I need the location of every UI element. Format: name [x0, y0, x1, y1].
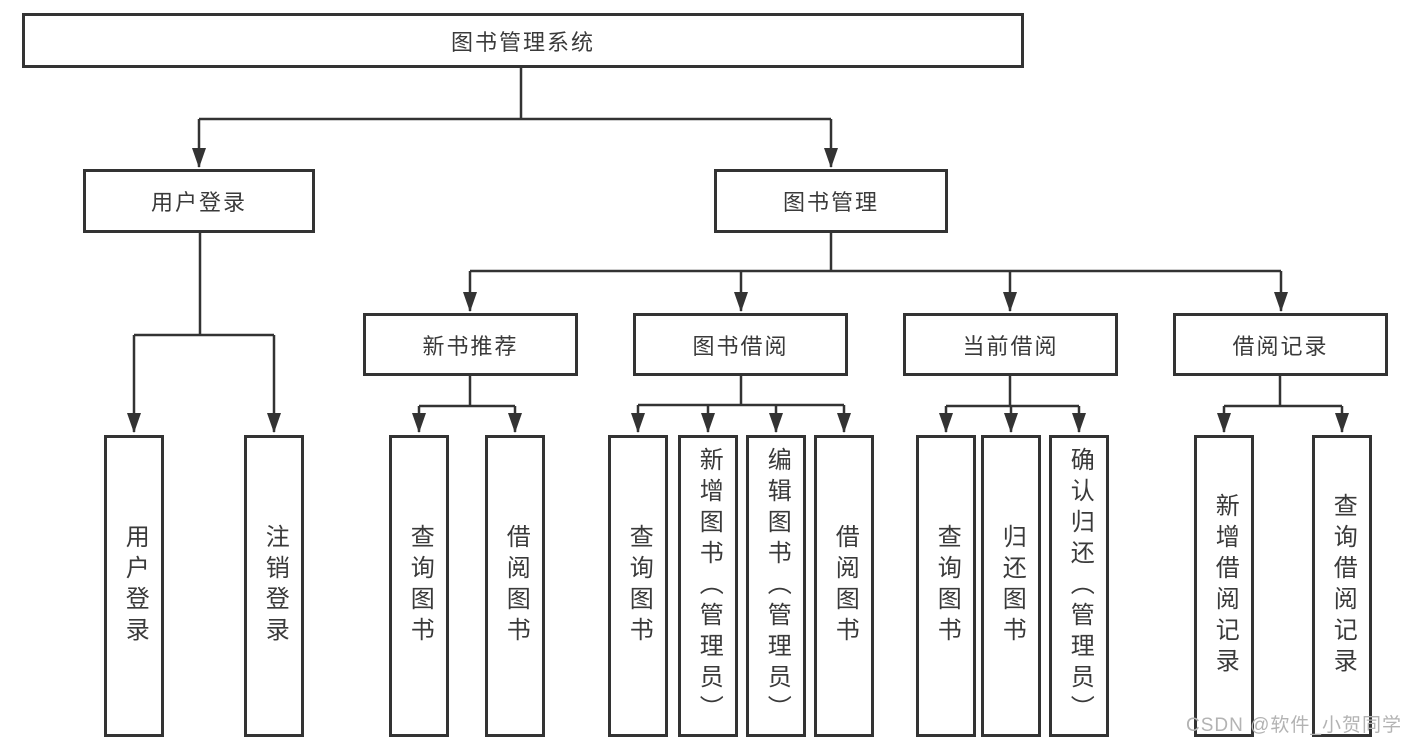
- node-leaf-bb-borrow-books: 借阅图书: [814, 435, 874, 737]
- node-leaf-user-login: 用户登录: [104, 435, 164, 737]
- node-book-management: 图书管理: [714, 169, 948, 233]
- node-leaf-bb-edit-books-admin: 编辑图书（管理员）: [746, 435, 806, 737]
- node-leaf-nb-borrow-books: 借阅图书: [485, 435, 545, 737]
- node-book-borrowing: 图书借阅: [633, 313, 848, 376]
- node-leaf-bb-add-books-admin: 新增图书（管理员）: [678, 435, 738, 737]
- node-leaf-cb-return-books: 归还图书: [981, 435, 1041, 737]
- csdn-watermark: CSDN @软件_小贺同学: [1186, 715, 1402, 736]
- node-current-borrowing: 当前借阅: [903, 313, 1118, 376]
- node-leaf-logout: 注销登录: [244, 435, 304, 737]
- node-leaf-br-add-record: 新增借阅记录: [1194, 435, 1254, 737]
- node-borrowing-records: 借阅记录: [1173, 313, 1388, 376]
- node-leaf-br-query-record: 查询借阅记录: [1312, 435, 1372, 737]
- node-leaf-bb-query-books: 查询图书: [608, 435, 668, 737]
- node-leaf-nb-query-books: 查询图书: [389, 435, 449, 737]
- node-leaf-cb-query-books: 查询图书: [916, 435, 976, 737]
- node-new-book-recommend: 新书推荐: [363, 313, 578, 376]
- node-root: 图书管理系统: [22, 13, 1024, 68]
- node-user-login: 用户登录: [83, 169, 315, 233]
- node-leaf-cb-confirm-return-admin: 确认归还（管理员）: [1049, 435, 1109, 737]
